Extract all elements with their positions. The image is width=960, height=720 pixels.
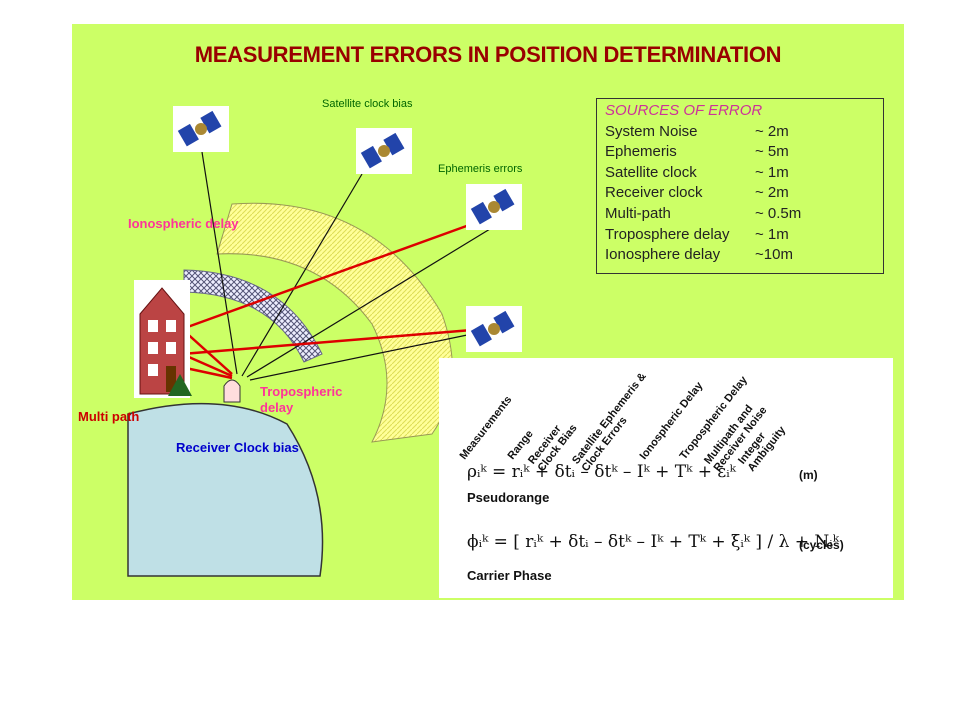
receiver-clock-bias-label: Receiver Clock bias	[176, 440, 299, 455]
error-row: Multi-path~ 0.5m	[605, 204, 802, 222]
pseudorange-unit: (m)	[799, 468, 818, 482]
ionospheric-delay-label: Ionospheric delay	[128, 216, 239, 231]
earth-shape	[127, 402, 324, 577]
satellite-clock-bias-label: Satellite clock bias	[322, 98, 413, 110]
error-sources-box: SOURCES OF ERROR System Noise~ 2m Epheme…	[596, 98, 884, 274]
pseudorange-equation: ρᵢᵏ = rᵢᵏ + δtᵢ – δtᵏ – Iᵏ + Tᵏ + εᵢᵏ	[467, 462, 736, 482]
error-row: Satellite clock~ 1m	[605, 163, 789, 181]
satellite-icon-4	[466, 306, 522, 352]
house-icon	[134, 280, 192, 398]
error-row: System Noise~ 2m	[605, 122, 789, 140]
satellite-signal-lines	[201, 151, 491, 381]
tropospheric-delay-label: Tropospheric delay	[260, 384, 343, 415]
column-header: Measurements	[457, 393, 515, 462]
pseudorange-label: Pseudorange	[467, 490, 550, 505]
diagram	[127, 106, 522, 577]
error-row: Ionosphere delay~10m	[605, 246, 793, 264]
error-row: Receiver clock~ 2m	[605, 184, 789, 202]
error-row: Ephemeris~ 5m	[605, 143, 789, 161]
carrier-phase-label: Carrier Phase	[467, 568, 552, 583]
multi-path-label: Multi path	[78, 409, 140, 424]
satellite-icon-3	[466, 184, 522, 230]
error-row: Troposphere delay~ 1m	[605, 225, 789, 243]
troposphere-band	[183, 269, 323, 363]
satellite-icon-1	[173, 106, 229, 152]
satellite-icon-2	[356, 128, 412, 174]
receiver-icon	[223, 379, 241, 403]
ionosphere-band	[216, 202, 453, 443]
carrier-phase-equation: ϕᵢᵏ = [ rᵢᵏ + δtᵢ – δtᵏ – Iᵏ + Tᵏ + ξᵢᵏ …	[467, 532, 839, 552]
page-title: MEASUREMENT ERRORS IN POSITION DETERMINA…	[194, 42, 782, 67]
slide: MEASUREMENT ERRORS IN POSITION DETERMINA…	[72, 24, 904, 600]
error-sources-heading: SOURCES OF ERROR	[605, 102, 763, 119]
equation-panel: Measurements Range Receiver Clock Bias S…	[439, 358, 893, 598]
ephemeris-errors-label: Ephemeris errors	[438, 163, 523, 175]
carrier-phase-unit: (cycles)	[799, 538, 844, 552]
